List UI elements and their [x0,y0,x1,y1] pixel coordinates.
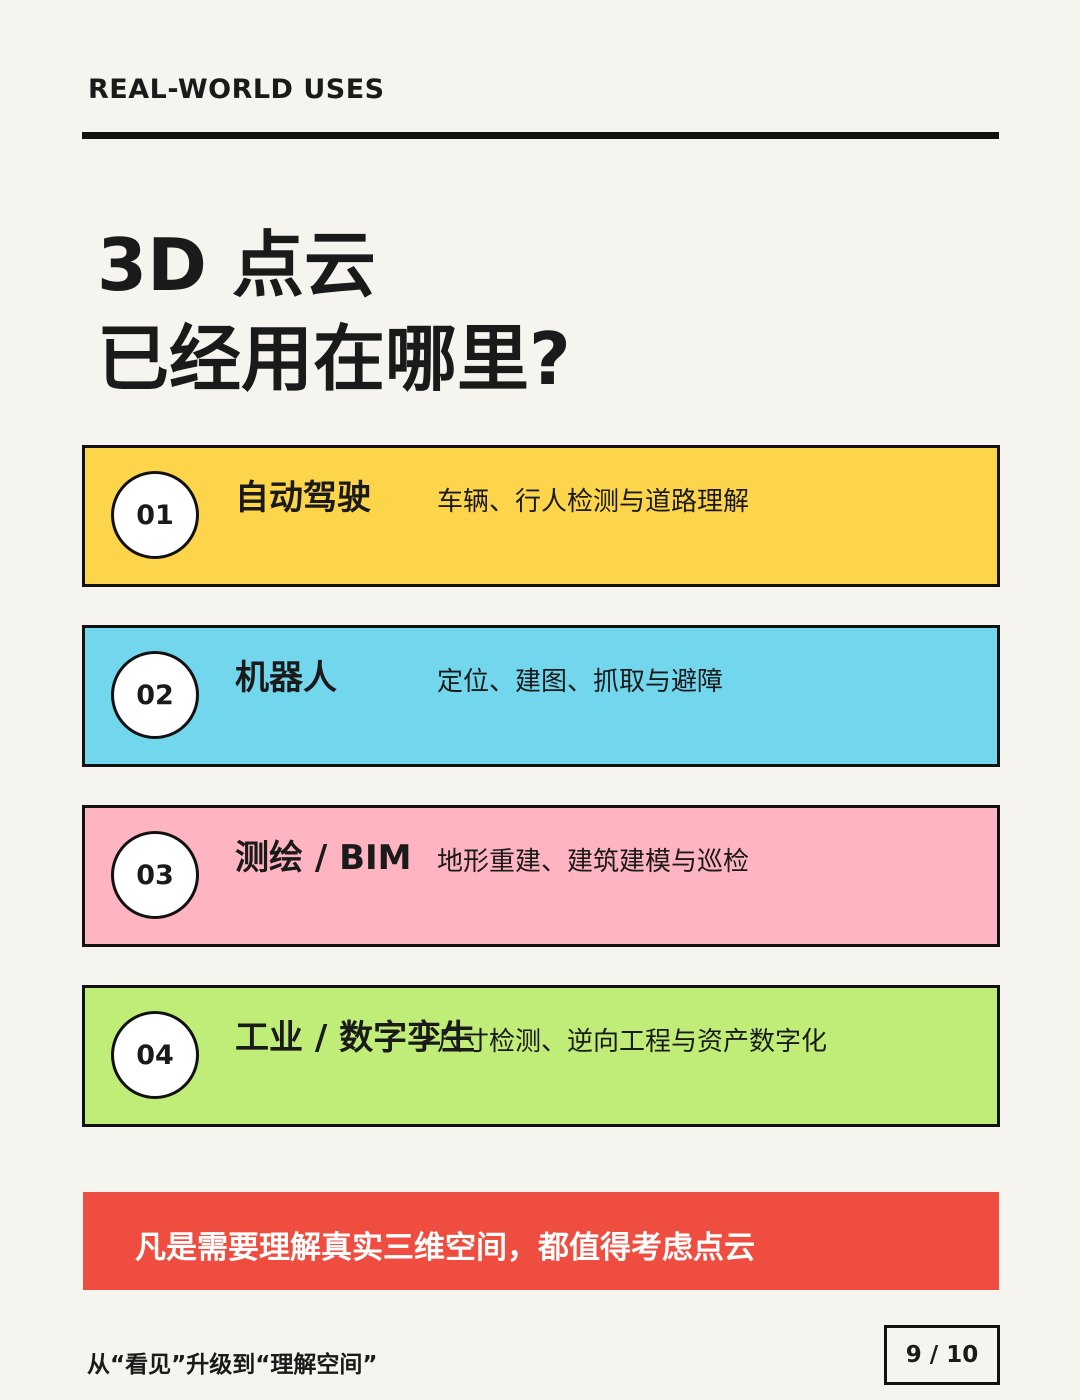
card-title: 机器人 [235,658,337,698]
use-case-card-2: 02 机器人 定位、建图、抓取与避障 [82,625,1000,767]
card-number-badge: 01 [111,471,199,559]
card-number-badge: 02 [111,651,199,739]
card-number-badge: 03 [111,831,199,919]
card-description: 地形重建、建筑建模与巡检 [437,847,750,877]
use-case-card-1: 01 自动驾驶 车辆、行人检测与道路理解 [82,445,1000,587]
card-title: 测绘 / BIM [235,838,412,878]
use-case-card-4: 04 工业 / 数字孪生 尺寸检测、逆向工程与资产数字化 [82,985,1000,1127]
page-title-line-2: 已经用在哪里? [97,317,571,401]
card-description: 定位、建图、抓取与避障 [437,667,724,697]
header-divider [82,132,999,139]
use-case-card-3: 03 测绘 / BIM 地形重建、建筑建模与巡检 [82,805,1000,947]
card-title: 工业 / 数字孪生 [235,1018,476,1058]
card-title: 自动驾驶 [235,478,371,518]
card-description: 尺寸检测、逆向工程与资产数字化 [437,1027,828,1057]
page-number: 9 / 10 [884,1325,1000,1385]
eyebrow-label: REAL-WORLD USES [88,74,385,105]
footer-tagline: 从“看见”升级到“理解空间” [87,1352,378,1378]
callout-banner: 凡是需要理解真实三维空间，都值得考虑点云 [83,1192,999,1290]
page-title-line-1: 3D 点云 [97,223,376,307]
card-number-badge: 04 [111,1011,199,1099]
callout-banner-text: 凡是需要理解真实三维空间，都值得考虑点云 [135,1230,755,1266]
card-description: 车辆、行人检测与道路理解 [437,487,750,517]
page-title: 3D 点云 已经用在哪里? [97,218,571,406]
